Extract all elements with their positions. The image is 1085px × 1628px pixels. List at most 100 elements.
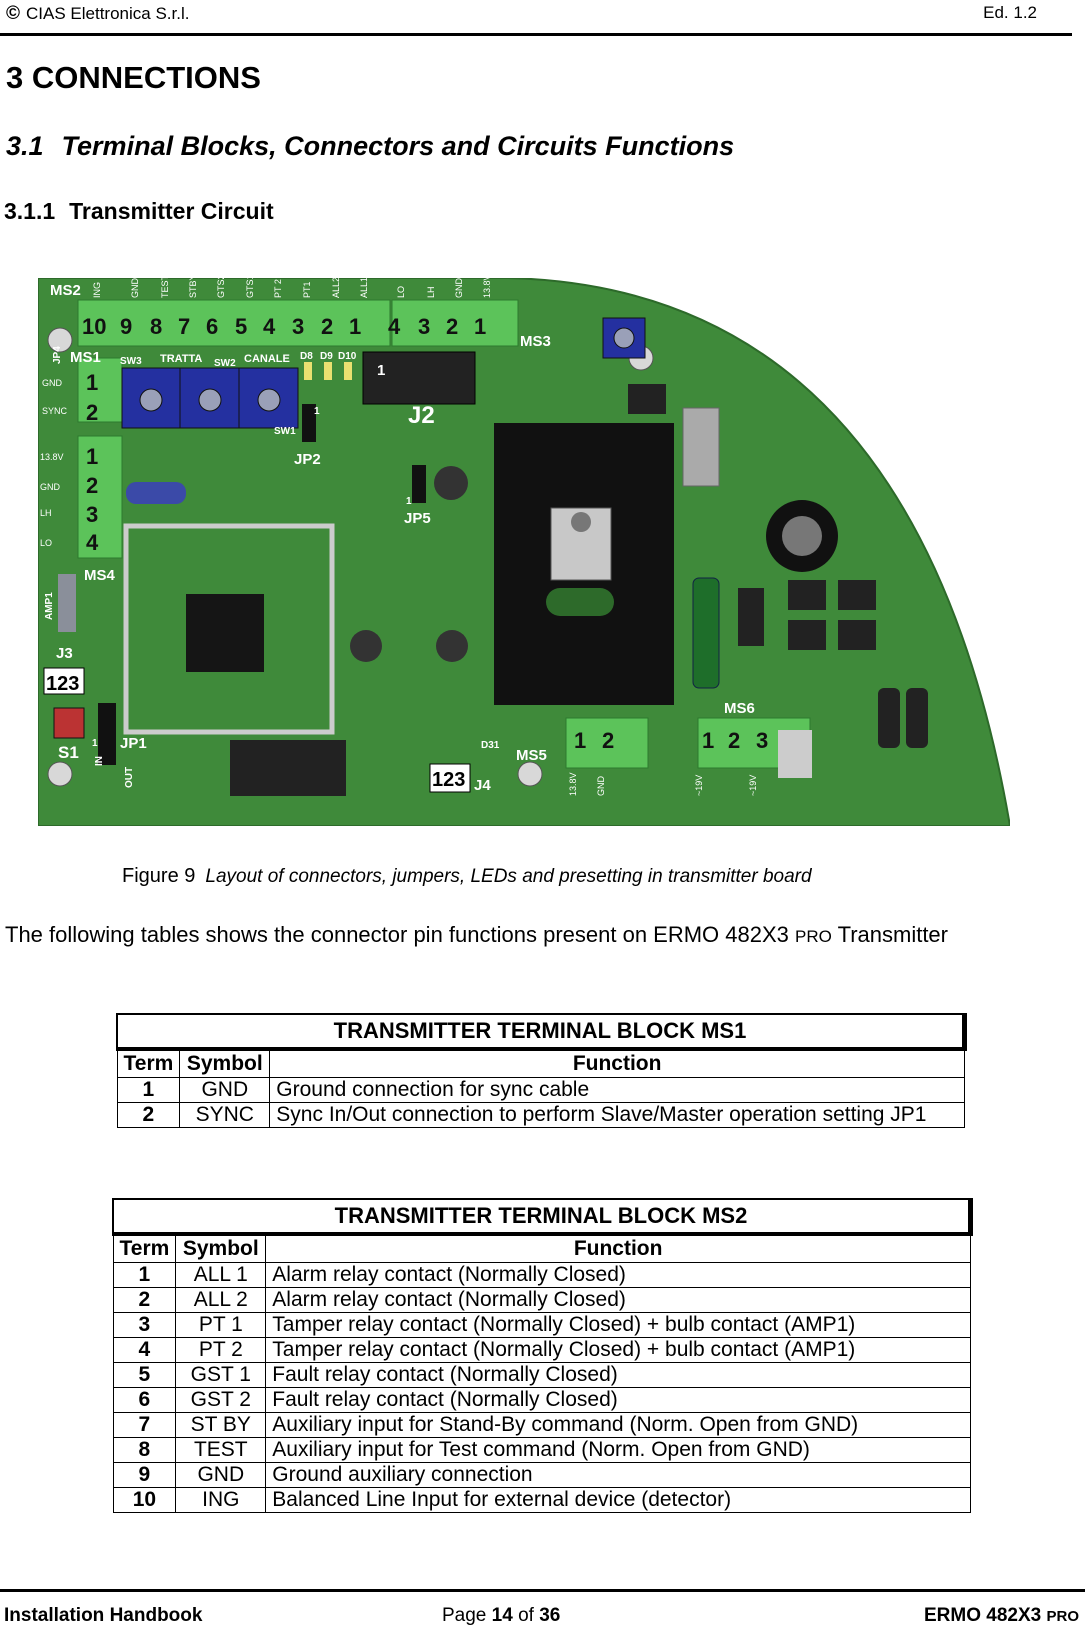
j3-marker: 123 xyxy=(46,673,79,695)
ms3-pin-signal: LO xyxy=(396,286,406,298)
led-d9 xyxy=(324,362,332,380)
sw3-label: SW3 xyxy=(120,356,142,367)
symbol-cell: TEST xyxy=(175,1437,267,1463)
ms1-pin-signal: SYNC xyxy=(42,406,68,416)
ms3-pin-number: 4 xyxy=(388,314,401,339)
table-ms2-caption: TRANSMITTER TERMINAL BLOCK MS2 xyxy=(112,1198,973,1236)
ms2-pin-signal: STBY xyxy=(188,278,198,298)
function-cell: Tamper relay contact (Normally Closed) +… xyxy=(265,1337,971,1363)
jp5-label: JP5 xyxy=(404,510,431,527)
ms2-pin-number: 2 xyxy=(321,314,333,339)
ms2-terminal-block xyxy=(77,299,391,347)
smd-part xyxy=(738,588,764,646)
ms2-pin-number: 5 xyxy=(235,314,247,339)
ms3-pin-number: 1 xyxy=(474,314,486,339)
figure-label: Figure 9 xyxy=(122,865,196,887)
j4-marker-box xyxy=(429,763,471,793)
header-rule xyxy=(0,33,1072,36)
j4-marker: 123 xyxy=(432,769,465,791)
ms1-pin-number: 1 xyxy=(86,370,98,395)
in-label: IN xyxy=(94,756,105,766)
term-cell: 1 xyxy=(116,1077,181,1103)
jp1-pin1: 1 xyxy=(92,738,98,749)
ms5-pin-number: 2 xyxy=(602,728,614,753)
term-cell: 6 xyxy=(112,1387,177,1413)
ms6-pin-signal: ~19V xyxy=(694,775,704,796)
company-name: CIAS Elettronica S.r.l. xyxy=(26,4,190,23)
sw3-trimmer-knob xyxy=(139,388,163,412)
term-cell: 1 xyxy=(112,1262,177,1288)
j3-marker-box xyxy=(43,667,85,695)
function-cell: Ground auxiliary connection xyxy=(265,1462,971,1488)
symbol-cell: PT 2 xyxy=(175,1337,267,1363)
mcu-chip xyxy=(186,594,264,672)
resistor-white xyxy=(682,407,720,487)
intro-pro: PRO xyxy=(795,927,832,946)
d10-label: D10 xyxy=(338,351,357,362)
mounting-hole xyxy=(47,327,73,353)
jp5-jumper xyxy=(412,465,426,503)
sw2-trimmer-knob xyxy=(198,388,222,412)
ms2-pin-number: 7 xyxy=(178,314,190,339)
ms4-pin-signal: LO xyxy=(40,538,52,548)
symbol-cell: GND xyxy=(179,1077,271,1103)
resistor-green xyxy=(692,577,720,689)
ms5-pin-number: 1 xyxy=(574,728,586,753)
footer-rule xyxy=(0,1589,1085,1592)
ms4-pin-number: 3 xyxy=(86,502,98,527)
ms6-pin-number: 3 xyxy=(756,728,768,753)
copyright-icon: © xyxy=(6,3,20,24)
ms2-pin-number: 1 xyxy=(349,314,361,339)
footer-page-number: Page 14 of 36 xyxy=(442,1605,561,1626)
ms2-pin-signal: ING xyxy=(92,282,102,298)
ms6-pin-number: 2 xyxy=(728,728,740,753)
table-ms1: TRANSMITTER TERMINAL BLOCK MS1 Term Symb… xyxy=(116,1013,967,1128)
ms6-pin-signal: ~19V xyxy=(748,775,758,796)
ms4-pin-number: 1 xyxy=(86,444,98,469)
j3-label: J3 xyxy=(56,645,73,662)
inductor xyxy=(878,688,900,748)
j4-label: J4 xyxy=(474,777,491,794)
j2-label: J2 xyxy=(408,402,435,429)
d31-label: D31 xyxy=(481,740,500,751)
footer-handbook: Installation Handbook xyxy=(4,1605,203,1626)
canale-label: CANALE xyxy=(244,353,290,365)
mcu-shield xyxy=(123,523,335,735)
ms4-pin-number: 2 xyxy=(86,473,98,498)
mounting-hole xyxy=(47,761,73,787)
symbol-cell: ST BY xyxy=(175,1412,267,1438)
table-ms1-caption: TRANSMITTER TERMINAL BLOCK MS1 xyxy=(116,1013,967,1051)
figure-caption-text: Layout of connectors, jumpers, LEDs and … xyxy=(205,866,812,887)
function-cell: Auxiliary input for Test command (Norm. … xyxy=(265,1437,971,1463)
smd-part xyxy=(628,384,666,414)
term-cell: 8 xyxy=(112,1437,177,1463)
blue-inductor xyxy=(126,482,186,504)
ms2-pin-number: 3 xyxy=(292,314,304,339)
ms3-label: MS3 xyxy=(520,333,551,350)
ms4-terminal-block xyxy=(77,435,123,559)
d8-label: D8 xyxy=(300,351,313,362)
ms4-pin-signal: LH xyxy=(40,508,52,518)
jp4-label: JP4 xyxy=(52,346,63,364)
symbol-cell: GST 2 xyxy=(175,1387,267,1413)
term-cell: 7 xyxy=(112,1412,177,1438)
ms2-pin-signal: ALL1 xyxy=(359,278,369,298)
ms1-pin-number: 2 xyxy=(86,400,98,425)
intro-text2: Transmitter xyxy=(837,922,948,947)
symbol-cell: GND xyxy=(175,1462,267,1488)
ms4-pin-number: 4 xyxy=(86,530,99,555)
figure-caption: Figure 9 Layout of connectors, jumpers, L… xyxy=(122,865,812,888)
ms3-pin-number: 2 xyxy=(446,314,458,339)
ms2-pin-signal: PT1 xyxy=(302,281,312,298)
ms3-pin-signal: GND xyxy=(454,278,464,298)
edition: Ed. 1.2 xyxy=(983,3,1037,22)
ms5-terminal-block xyxy=(565,717,649,769)
capacitor xyxy=(350,630,382,662)
ms2-pin-number: 4 xyxy=(263,314,276,339)
